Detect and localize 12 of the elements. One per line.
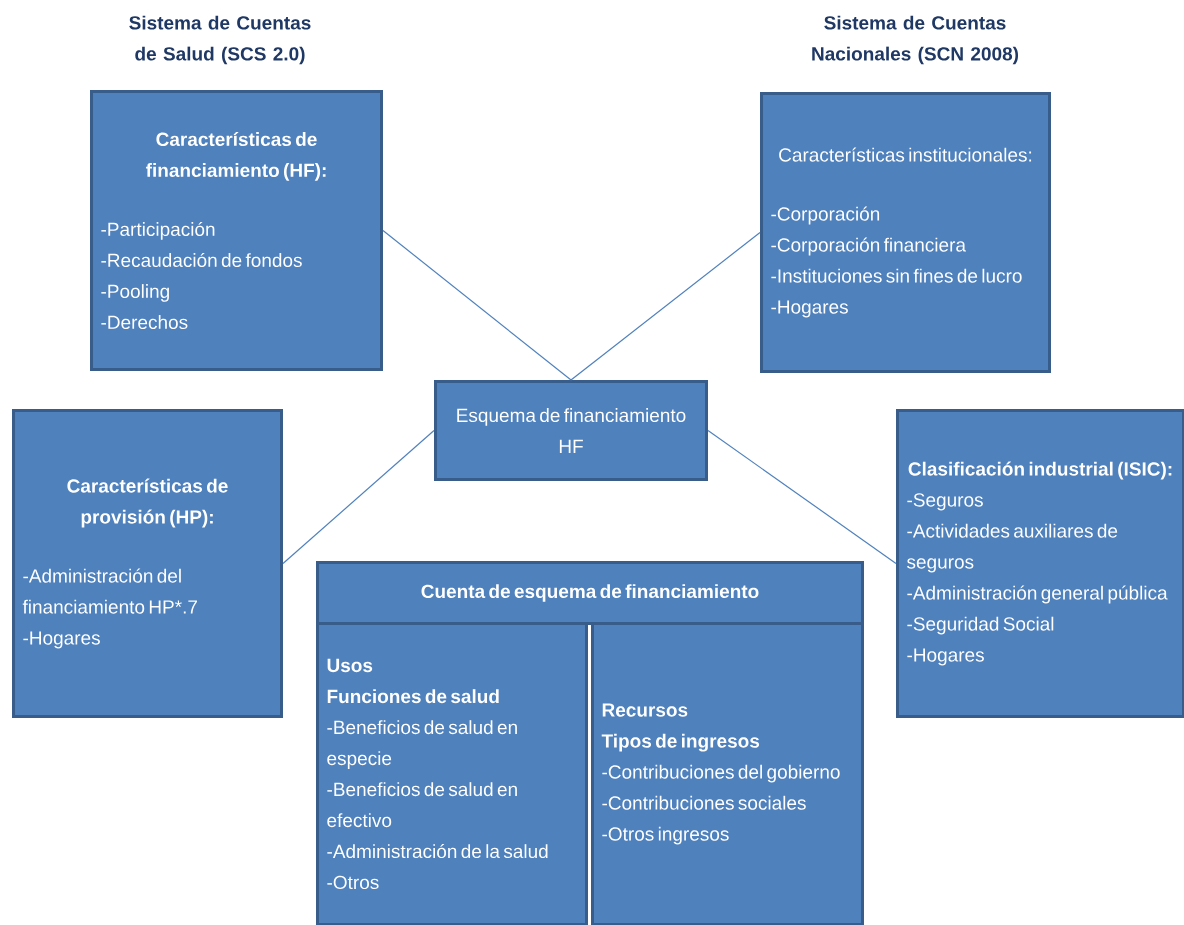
table-header: Cuenta de esquema de financiamiento xyxy=(316,561,864,625)
connector-line xyxy=(282,429,435,565)
info-box: Clasificación industrial (ISIC): -Seguros -Actividades auxiliares de seguros -Administración general pública -Seguridad Social -Hogares xyxy=(896,409,1184,718)
connector-line xyxy=(382,229,572,381)
info-box: Características de financiamiento (HF): -Participación -Recaudación de fondos -Pooling -Derechos xyxy=(90,90,383,371)
scheme-box: Esquema de financiamiento HF xyxy=(434,380,708,481)
connector-line xyxy=(570,231,761,381)
column-heading: Sistema de Cuentas Nacionales (SCN 2008) xyxy=(812,15,1019,65)
info-box: Características de provisión (HP): -Administración del financiamiento HP*.7 -Hogares xyxy=(12,409,283,718)
column-heading: Sistema de Cuentas de Salud (SCS 2.0) xyxy=(129,15,311,65)
connector-line xyxy=(707,429,897,565)
info-box: Características institucionales: -Corporación -Corporación financiera -Instituciones sin fines de lucro -Hogares xyxy=(760,92,1051,373)
